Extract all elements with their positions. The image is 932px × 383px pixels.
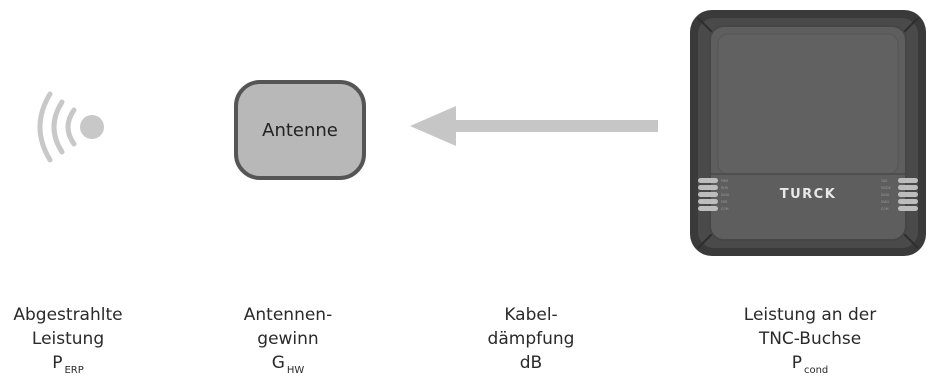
svg-text:DATA: DATA xyxy=(881,193,890,197)
wave-source-dot xyxy=(80,115,104,139)
led-pills-left xyxy=(698,178,718,211)
led-pills-right xyxy=(898,178,918,211)
cable-arrow xyxy=(410,106,658,146)
svg-text:TAG: TAG xyxy=(880,179,888,183)
antenna-label: Antenne xyxy=(262,119,338,141)
antenna-box: Antenne xyxy=(234,80,366,180)
label-cable-attenuation: Kabel- dämpfung dB xyxy=(487,305,575,373)
device-panel-top xyxy=(717,33,899,175)
arrow-head xyxy=(410,106,456,146)
svg-text:RUN: RUN xyxy=(721,186,729,190)
wave-middle xyxy=(51,99,65,155)
wave-inner xyxy=(65,107,77,147)
svg-text:PWR: PWR xyxy=(721,179,729,183)
rfid-reader-device: PWR RUN DATA ERR COM TAG MODE DATA DIAG COM TURC… xyxy=(690,10,926,256)
wave-outer xyxy=(37,91,53,163)
svg-text:COM: COM xyxy=(721,207,729,211)
radio-waves-icon xyxy=(37,91,104,163)
arrow-shaft xyxy=(448,120,658,132)
svg-text:COM: COM xyxy=(881,207,889,211)
svg-text:DIAG: DIAG xyxy=(881,200,890,204)
svg-text:DATA: DATA xyxy=(721,193,730,197)
svg-text:ERR: ERR xyxy=(721,200,728,204)
device-brand: TURCK xyxy=(780,187,837,202)
svg-text:MODE: MODE xyxy=(881,186,891,190)
